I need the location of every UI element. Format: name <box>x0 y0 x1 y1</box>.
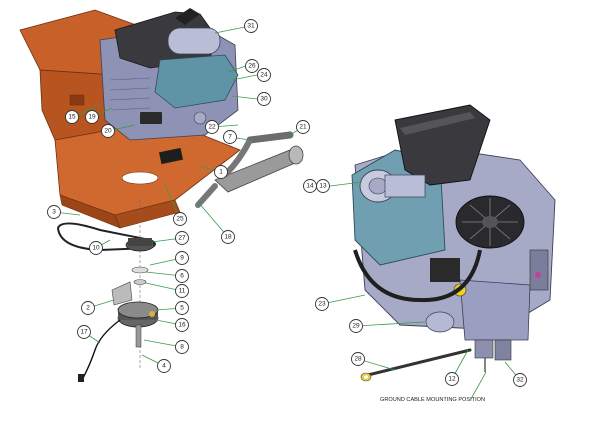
svg-text:13: 13 <box>319 183 327 190</box>
svg-text:7: 7 <box>228 134 232 141</box>
callout-19: 19 <box>85 110 99 124</box>
mower-frame <box>19 9 241 229</box>
callout-11: 11 <box>175 284 189 298</box>
callout-13: 13 <box>316 179 330 193</box>
svg-text:5: 5 <box>180 305 184 312</box>
svg-text:27: 27 <box>178 235 186 242</box>
svg-text:8: 8 <box>180 344 184 351</box>
callout-9: 9 <box>175 251 189 265</box>
callout-31: 31 <box>244 19 258 33</box>
svg-text:11: 11 <box>179 288 186 295</box>
svg-text:32: 32 <box>516 377 524 384</box>
callout-24: 24 <box>257 68 271 82</box>
muffler <box>195 131 304 208</box>
callout-30: 30 <box>257 92 271 106</box>
svg-text:2: 2 <box>86 305 90 312</box>
svg-text:14: 14 <box>306 183 314 190</box>
callout-6: 6 <box>175 269 189 283</box>
callout-18: 18 <box>221 230 235 244</box>
svg-text:1: 1 <box>219 169 223 176</box>
engine-right <box>351 104 556 372</box>
svg-text:15: 15 <box>68 114 76 121</box>
callout-17: 17 <box>77 325 91 339</box>
svg-text:30: 30 <box>260 96 268 103</box>
callout-26: 26 <box>245 59 259 73</box>
callout-20: 20 <box>101 124 115 138</box>
callout-12: 12 <box>445 372 459 386</box>
svg-text:22: 22 <box>208 124 216 131</box>
svg-text:17: 17 <box>80 329 88 336</box>
callout-15: 15 <box>65 110 79 124</box>
callout-2: 2 <box>81 301 95 315</box>
callout-23: 23 <box>315 297 329 311</box>
callout-3: 3 <box>47 205 61 219</box>
callout-32: 32 <box>513 373 527 387</box>
svg-text:26: 26 <box>248 63 256 70</box>
ground-cable-caption: GROUND CABLE MOUNTING POSITION <box>380 397 485 403</box>
callout-27: 27 <box>175 231 189 245</box>
callout-14: 14 <box>303 179 317 193</box>
svg-text:16: 16 <box>178 322 186 329</box>
callout-1: 1 <box>214 165 228 179</box>
callout-25: 25 <box>173 212 187 226</box>
svg-text:12: 12 <box>448 376 456 383</box>
ground-cable <box>360 348 472 382</box>
svg-text:25: 25 <box>176 216 184 223</box>
svg-text:18: 18 <box>224 234 232 241</box>
callouts: 31 26 24 30 15 19 20 22 7 21 1 3 25 18 1… <box>47 19 527 387</box>
svg-text:21: 21 <box>299 124 307 131</box>
svg-text:9: 9 <box>180 255 184 262</box>
callout-29: 29 <box>349 319 363 333</box>
svg-text:10: 10 <box>92 245 100 252</box>
clutch-stack <box>78 200 159 382</box>
engine-left <box>99 8 239 141</box>
callout-5: 5 <box>175 301 189 315</box>
drive-belt <box>56 222 156 252</box>
svg-text:29: 29 <box>352 323 360 330</box>
svg-text:28: 28 <box>354 356 362 363</box>
svg-text:23: 23 <box>318 301 326 308</box>
callout-4: 4 <box>157 359 171 373</box>
svg-text:4: 4 <box>162 363 166 370</box>
callout-10: 10 <box>89 241 103 255</box>
callout-21: 21 <box>296 120 310 134</box>
callout-16: 16 <box>175 318 189 332</box>
svg-text:3: 3 <box>52 209 56 216</box>
callout-8: 8 <box>175 340 189 354</box>
svg-text:31: 31 <box>247 23 255 30</box>
svg-text:24: 24 <box>260 72 268 79</box>
svg-text:19: 19 <box>88 114 96 121</box>
callout-22: 22 <box>205 120 219 134</box>
svg-text:6: 6 <box>180 273 184 280</box>
callout-7: 7 <box>223 130 237 144</box>
svg-text:20: 20 <box>104 128 112 135</box>
callout-28: 28 <box>351 352 365 366</box>
